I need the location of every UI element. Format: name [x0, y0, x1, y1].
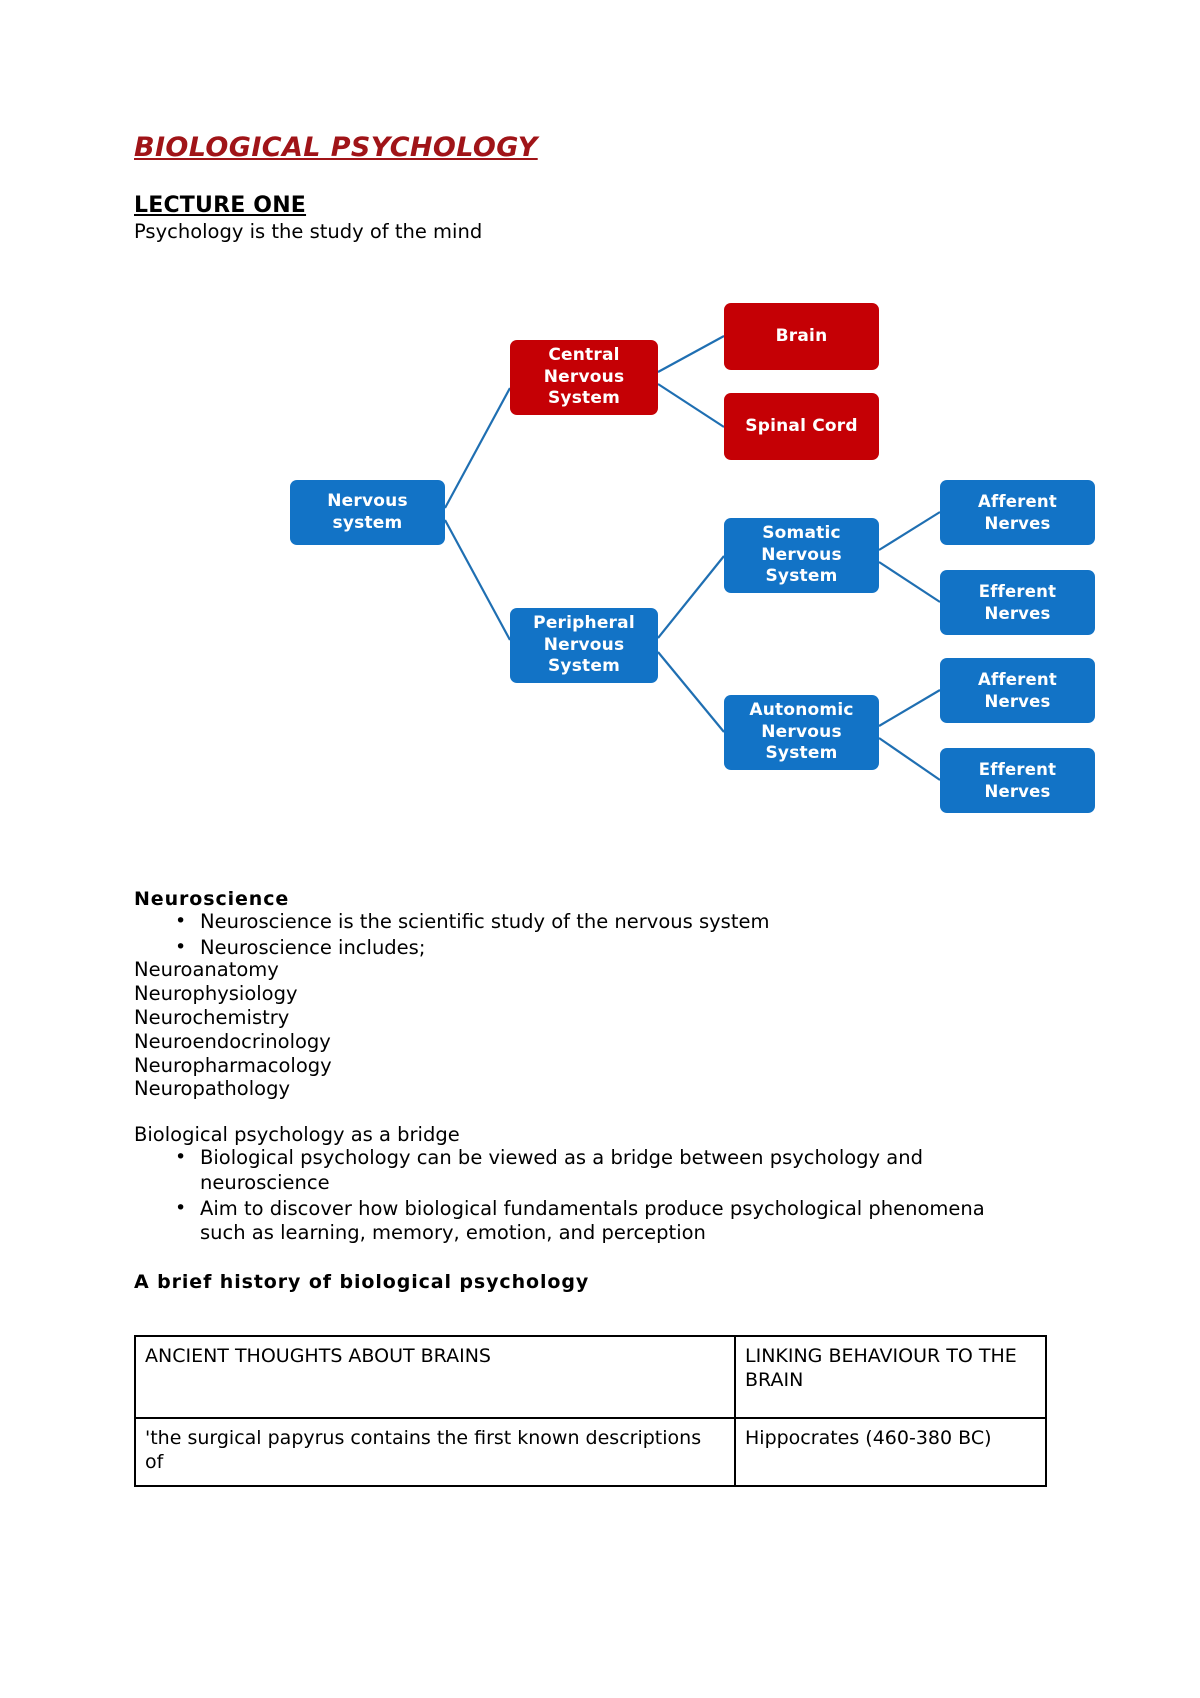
list-item: Neuropathology	[134, 1077, 290, 1101]
neuroscience-bullet-list: Neuroscience is the scientific study of …	[134, 909, 769, 962]
history-table: ANCIENT THOUGHTS ABOUT BRAINS LINKING BE…	[134, 1335, 1047, 1487]
diagram-node-autonomic-afferent-nerves[interactable]: Afferent Nerves	[940, 658, 1095, 723]
bridge-bullet-list: Biological psychology can be viewed as a…	[134, 1145, 1020, 1247]
page-title: BIOLOGICAL PSYCHOLOGY	[134, 132, 538, 163]
list-item: Neuroendocrinology	[134, 1029, 331, 1053]
table-header-cell: LINKING BEHAVIOUR TO THE BRAIN	[734, 1335, 1047, 1419]
diagram-node-somatic-afferent-nerves[interactable]: Afferent Nerves	[940, 480, 1095, 545]
diagram-node-autonomic-nervous-system[interactable]: Autonomic Nervous System	[724, 695, 879, 770]
diagram-node-autonomic-efferent-nerves[interactable]: Efferent Nerves	[940, 748, 1095, 813]
table-cell: 'the surgical papyrus contains the first…	[134, 1417, 736, 1487]
list-item: Neuroscience includes;	[134, 935, 769, 961]
list-item: Neurochemistry	[134, 1005, 290, 1029]
bridge-heading: Biological psychology as a bridge	[134, 1123, 460, 1146]
nervous-system-diagram: Nervous system Central Nervous System Br…	[144, 280, 1095, 850]
history-heading: A brief history of biological psychology	[134, 1271, 590, 1293]
diagram-node-peripheral-nervous-system[interactable]: Peripheral Nervous System	[510, 608, 658, 683]
lecture-heading: LECTURE ONE	[134, 193, 307, 218]
list-item: Neuroscience is the scientific study of …	[134, 909, 769, 935]
diagram-connectors	[444, 335, 941, 781]
diagram-node-somatic-nervous-system[interactable]: Somatic Nervous System	[724, 518, 879, 593]
neuroscience-disciplines-list: Neuroanatomy Neurophysiology Neurochemis…	[134, 958, 332, 1101]
diagram-node-somatic-efferent-nerves[interactable]: Efferent Nerves	[940, 570, 1095, 635]
table-row: ANCIENT THOUGHTS ABOUT BRAINS LINKING BE…	[134, 1335, 1047, 1419]
list-item: Neuroanatomy	[134, 958, 279, 981]
list-item: Neurophysiology	[134, 981, 298, 1005]
diagram-node-brain[interactable]: Brain	[724, 303, 879, 370]
neuroscience-heading: Neuroscience	[134, 888, 290, 910]
diagram-node-central-nervous-system[interactable]: Central Nervous System	[510, 340, 658, 415]
lecture-subtitle: Psychology is the study of the mind	[134, 220, 483, 243]
table-cell: Hippocrates (460-380 BC)	[734, 1417, 1047, 1487]
table-row: 'the surgical papyrus contains the first…	[134, 1417, 1047, 1487]
diagram-node-spinal-cord[interactable]: Spinal Cord	[724, 393, 879, 460]
list-item: Biological psychology can be viewed as a…	[134, 1145, 1020, 1196]
list-item: Neuropharmacology	[134, 1053, 332, 1077]
diagram-node-nervous-system[interactable]: Nervous system	[290, 480, 445, 545]
list-item: Aim to discover how biological fundament…	[134, 1196, 1020, 1247]
table-header-cell: ANCIENT THOUGHTS ABOUT BRAINS	[134, 1335, 736, 1419]
